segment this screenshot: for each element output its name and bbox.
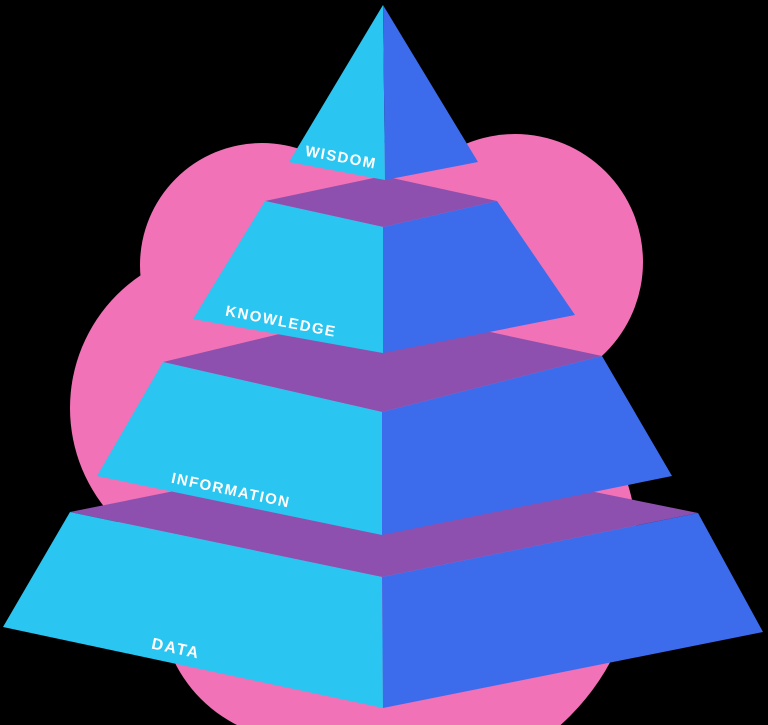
data-left-face <box>3 512 383 708</box>
layer-information: INFORMATION <box>97 309 672 535</box>
information-left-face <box>97 362 382 535</box>
wisdom-right-face <box>383 5 478 180</box>
data-right-face <box>382 513 763 708</box>
layer-knowledge: KNOWLEDGE <box>193 176 575 353</box>
knowledge-left-face <box>193 201 383 353</box>
information-right-face <box>382 356 672 535</box>
knowledge-right-face <box>383 201 575 353</box>
knowledge-top-shadow-face <box>265 176 497 227</box>
wisdom-left-face <box>289 5 385 180</box>
information-top-shadow-face <box>163 309 602 412</box>
